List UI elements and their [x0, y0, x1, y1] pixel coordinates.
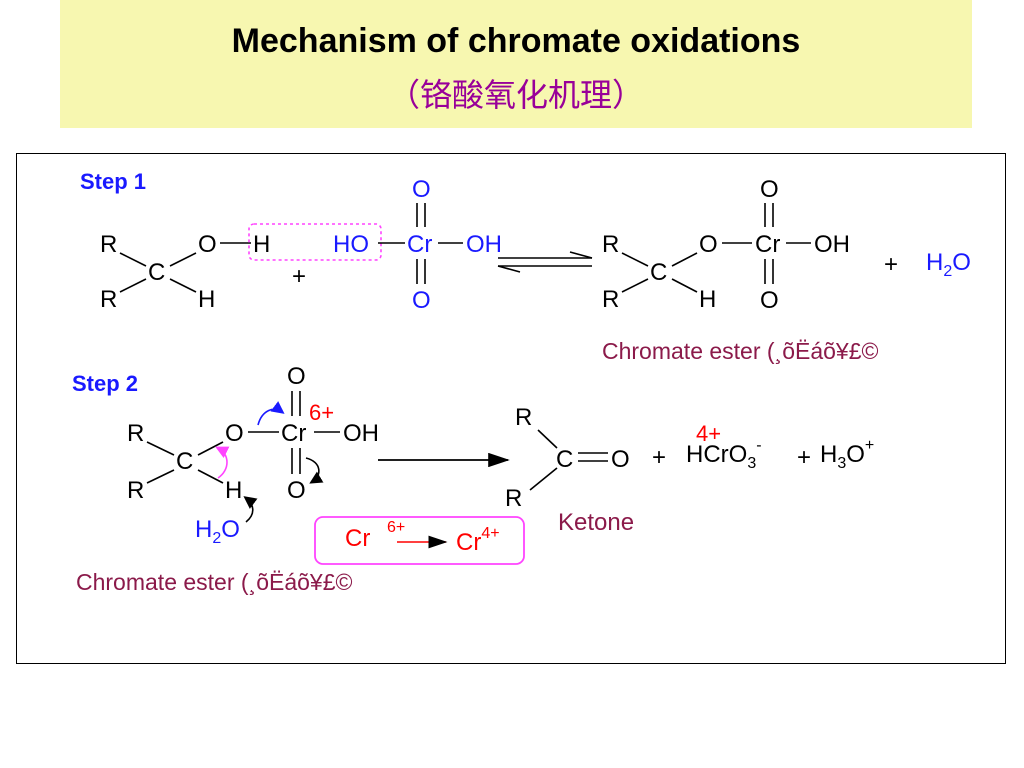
s1-ester-oxygen-top: O	[760, 176, 779, 203]
bond	[529, 467, 558, 491]
bond	[119, 278, 147, 293]
s1-ester-chromium: Cr	[755, 231, 780, 258]
s1-ester-oxygen-bottom: O	[760, 287, 779, 314]
page-title: Mechanism of chromate oxidations	[231, 22, 801, 60]
s1-water: H2O	[926, 249, 971, 280]
s1-alcohol-r-top: R	[100, 231, 117, 258]
bond	[197, 469, 224, 484]
s1-ester-r-bottom: R	[602, 286, 619, 313]
step1-label: Step 1	[80, 169, 146, 194]
s2-ketone-oxygen: O	[611, 446, 630, 473]
step2-label: Step 2	[72, 371, 138, 396]
bond	[621, 252, 649, 267]
s2-plus-1: +	[652, 444, 666, 471]
s2-hydronium: H3O+	[820, 437, 874, 472]
mechanism-frame	[16, 153, 1006, 664]
chromium-reduction-box	[314, 516, 525, 565]
s2-ester-oxygen-top: O	[287, 363, 306, 390]
s2-charge-4plus: 4+	[696, 421, 721, 446]
s2-ester-oxygen-bottom: O	[287, 477, 306, 504]
s1-acid-chromium: Cr	[407, 231, 432, 258]
s2-ketone-carbon: C	[556, 446, 573, 473]
bond	[671, 252, 698, 267]
bond	[621, 278, 649, 293]
s2-ester-chromium: Cr	[281, 420, 306, 447]
bond	[169, 252, 197, 267]
s1-ester-oxygen: O	[699, 231, 718, 258]
s2-ester-c-hydrogen: H	[225, 477, 242, 504]
s1-alcohol-carbon: C	[148, 259, 165, 286]
cr-to: Cr4+	[456, 525, 500, 556]
s1-alcohol-r-bottom: R	[100, 286, 117, 313]
s1-ester-r-top: R	[602, 231, 619, 258]
proton-transfer-box	[248, 223, 382, 261]
s1-ester-c-hydrogen: H	[699, 286, 716, 313]
page-subtitle-chinese: （铬酸氧化机理）	[387, 76, 644, 114]
s1-ester-oh: OH	[814, 231, 850, 258]
ketone-label: Ketone	[558, 509, 634, 536]
s2-ester-carbon: C	[176, 448, 193, 475]
s1-ester-carbon: C	[650, 259, 667, 286]
s2-ester-oxygen: O	[225, 420, 244, 447]
s1-alcohol-c-hydrogen: H	[198, 286, 215, 313]
s1-acid-oxygen-top: O	[412, 176, 431, 203]
s2-hcro3: HCrO3-	[686, 437, 762, 472]
s2-ester-r-top: R	[127, 420, 144, 447]
bond	[671, 278, 698, 293]
cr-from-charge: 6+	[387, 519, 405, 536]
cr-from: Cr	[345, 525, 370, 552]
bond	[146, 441, 175, 456]
title-banner: Mechanism of chromate oxidations （铬酸氧化机理…	[60, 0, 972, 128]
s2-ester-oh: OH	[343, 420, 379, 447]
s1-plus: +	[292, 263, 306, 290]
s2-water: H2O	[195, 516, 240, 547]
bond	[146, 469, 175, 484]
s1-ester-caption: Chromate ester (¸õËáõ¥£©	[602, 338, 879, 365]
bond	[119, 252, 147, 267]
s2-ketone-r-bottom: R	[505, 485, 522, 512]
electron-arrow-blue	[257, 401, 285, 426]
s2-ester-caption: Chromate ester (¸õËáõ¥£©	[76, 569, 353, 596]
bond	[537, 429, 558, 449]
s2-ketone-r-top: R	[515, 404, 532, 431]
equilibrium-arrow-forward-head	[569, 251, 593, 259]
s1-acid-ho: HO	[333, 231, 369, 258]
s2-ester-r-bottom: R	[127, 477, 144, 504]
electron-arrow-magenta	[215, 446, 230, 479]
s1-alcohol-oxygen: O	[198, 231, 217, 258]
s2-charge-6plus: 6+	[309, 400, 334, 425]
s1-plus-water: +	[884, 251, 898, 278]
equilibrium-arrow-reverse-head	[497, 265, 521, 273]
s1-acid-oxygen-bottom: O	[412, 287, 431, 314]
electron-arrow-black-oxygen	[305, 457, 324, 484]
s2-plus-2: +	[797, 444, 811, 471]
s1-alcohol-hydrogen: H	[253, 231, 270, 258]
bond	[197, 441, 224, 456]
electron-arrow-black-water	[243, 496, 258, 523]
bond	[169, 278, 197, 293]
s1-acid-oh: OH	[466, 231, 502, 258]
